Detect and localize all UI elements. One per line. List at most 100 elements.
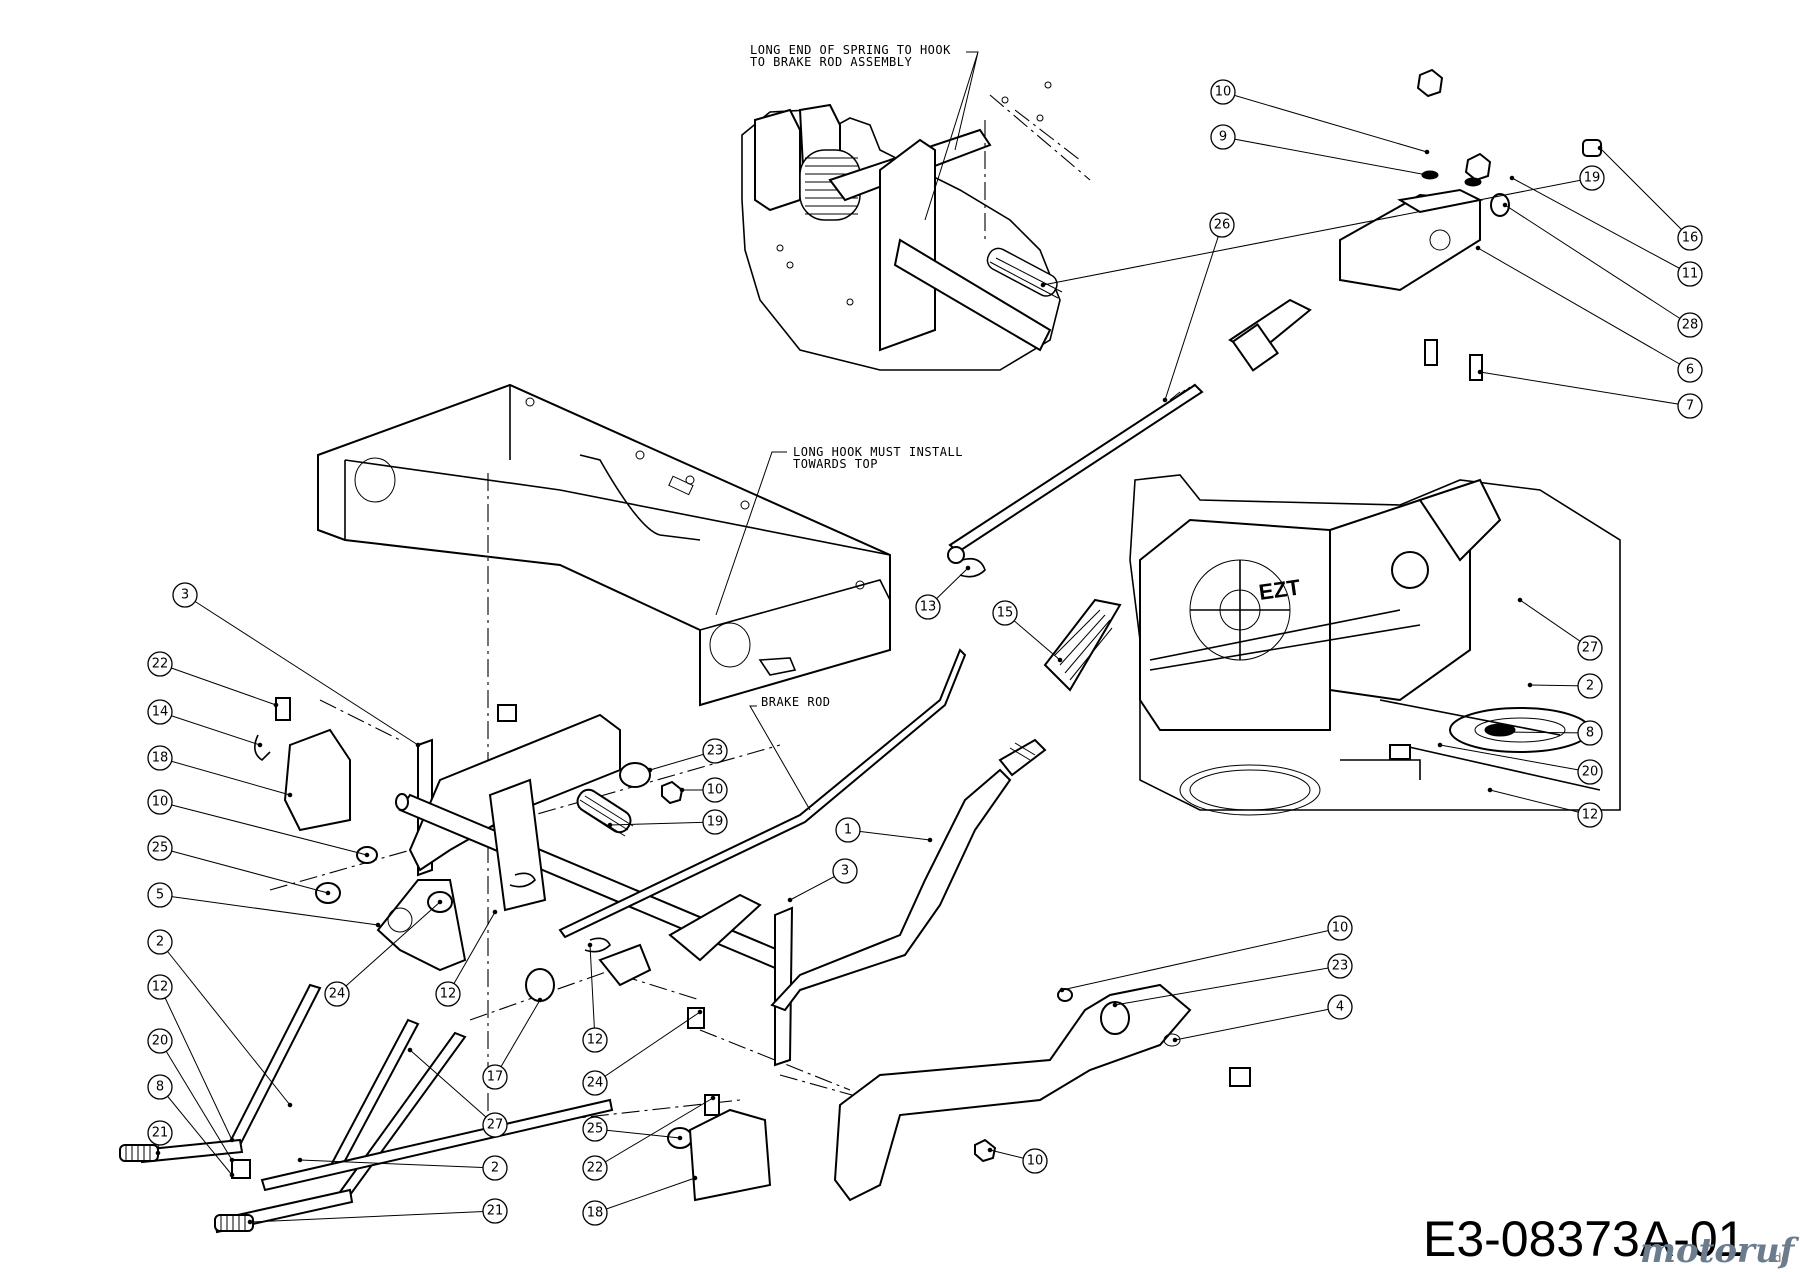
callout-bubble [147, 929, 173, 955]
callout-leader-dot [407, 1047, 413, 1053]
callout-bubble [482, 1064, 508, 1090]
callout-leader [1511, 177, 1691, 275]
callout-leader [159, 1040, 233, 1161]
callout-leader-dot [1162, 397, 1168, 403]
callout-number: 13 [920, 600, 937, 615]
callout-number: 9 [1219, 130, 1227, 145]
callout-leader [409, 1049, 496, 1126]
callout-number: 20 [1582, 765, 1599, 780]
callout-number: 22 [152, 657, 169, 672]
callout-leader-dot [229, 1137, 235, 1143]
callout-number: 15 [997, 606, 1014, 621]
callout-number: 10 [1215, 85, 1232, 100]
callout-leader [336, 901, 441, 995]
callout-leader [1061, 927, 1341, 991]
callout-leader-dot [1509, 175, 1515, 181]
callout-bubble [147, 789, 173, 815]
callout-number: 28 [1682, 318, 1699, 333]
callout-number: 23 [1332, 959, 1349, 974]
callout-leader-dot [677, 1135, 683, 1141]
callout-leader [1479, 371, 1691, 407]
callout-leader-dot [1059, 987, 1065, 993]
callout-leader-dot [1424, 149, 1430, 155]
inset-transmission: EZT [1129, 474, 1621, 816]
pedal-pad-15 [1043, 598, 1122, 692]
hook-note-line1: LONG HOOK MUST INSTALL [793, 445, 963, 459]
drawing-code: E3-08373A-01 [1423, 1211, 1745, 1267]
callout-leader [1222, 136, 1428, 176]
callout-leader-dot [247, 1219, 253, 1225]
callout-bubble [1577, 759, 1603, 785]
callout-leader [1519, 599, 1591, 649]
callout-number: 12 [587, 1033, 604, 1048]
callout-bubble [992, 600, 1018, 626]
callout-leader-dot [1517, 597, 1523, 603]
callout-leader-dot [1477, 369, 1483, 375]
callout-leader-dot [375, 922, 381, 928]
callout-number: 1 [844, 823, 852, 838]
callout-leader [1174, 1006, 1341, 1041]
callout-bubble [1327, 953, 1353, 979]
brake-rod-label: BRAKE ROD [761, 695, 831, 709]
callout-number: 8 [156, 1080, 164, 1095]
bracket-assembly-top-right [1228, 68, 1602, 381]
callout-number: 26 [1214, 218, 1231, 233]
callout-leader-dot [679, 787, 685, 793]
callout-bubble [147, 651, 173, 677]
callout-leader [594, 1097, 714, 1169]
callout-leader-dot [1112, 1002, 1118, 1008]
callout-bubble [1579, 165, 1605, 191]
callout-leader-dot [492, 909, 498, 915]
callout-leader-dot [1497, 729, 1503, 735]
callout-number: 21 [152, 1126, 169, 1141]
callout-bubble [702, 809, 728, 835]
callout-leader-dot [1527, 682, 1533, 688]
callout-number: 25 [152, 841, 169, 856]
callout-bubble [1677, 357, 1703, 383]
callout-number: 7 [1686, 399, 1694, 414]
callout-bubble [1327, 994, 1353, 1020]
callout-leader [159, 894, 379, 926]
callout-leader [1477, 247, 1691, 371]
callout-leader [1114, 965, 1341, 1006]
callout-leader-dot [1502, 202, 1508, 208]
callout-leader [249, 1210, 496, 1223]
callout-number: 18 [152, 751, 169, 766]
callout-number: 2 [156, 935, 164, 950]
callout-leader [159, 801, 368, 856]
spring-small-inset [986, 247, 1063, 299]
callout-leader-dot [287, 1102, 293, 1108]
callout-leader [494, 999, 541, 1078]
callout-leader-dot [273, 702, 279, 708]
callout-leader [159, 711, 261, 746]
callout-number: 18 [587, 1206, 604, 1221]
callout-number: 6 [1686, 363, 1694, 378]
callout-number: 17 [487, 1070, 504, 1085]
callout-number: 10 [1027, 1154, 1044, 1169]
callout-bubble [482, 1198, 508, 1224]
assembly-dashline-c [319, 699, 641, 1021]
callout-number: 12 [440, 987, 457, 1002]
frame-weldment [317, 383, 891, 707]
callout-bubble [147, 1028, 173, 1054]
callout-number: 5 [156, 888, 164, 903]
callout-bubble [482, 1155, 508, 1181]
callout-leader-dot [647, 767, 653, 773]
callout-bubble [1677, 393, 1703, 419]
callout-number: 25 [587, 1122, 604, 1137]
callout-number: 27 [487, 1118, 504, 1133]
callout-leader-dot [297, 1157, 303, 1163]
callout-number: 11 [1682, 267, 1699, 282]
callout-leader-dot [697, 1009, 703, 1015]
callout-number: 16 [1682, 231, 1699, 246]
callout-leader [159, 986, 233, 1141]
hook-note-line2: TOWARDS TOP [793, 457, 878, 471]
callout-leader-dot [1172, 1037, 1178, 1043]
callout-leader-dot [1057, 657, 1063, 663]
callout-bubble [482, 1112, 508, 1138]
callout-number: 10 [152, 795, 169, 810]
callout-number: 24 [587, 1076, 604, 1091]
callout-leader [159, 1086, 233, 1176]
callout-bubble [1209, 212, 1235, 238]
